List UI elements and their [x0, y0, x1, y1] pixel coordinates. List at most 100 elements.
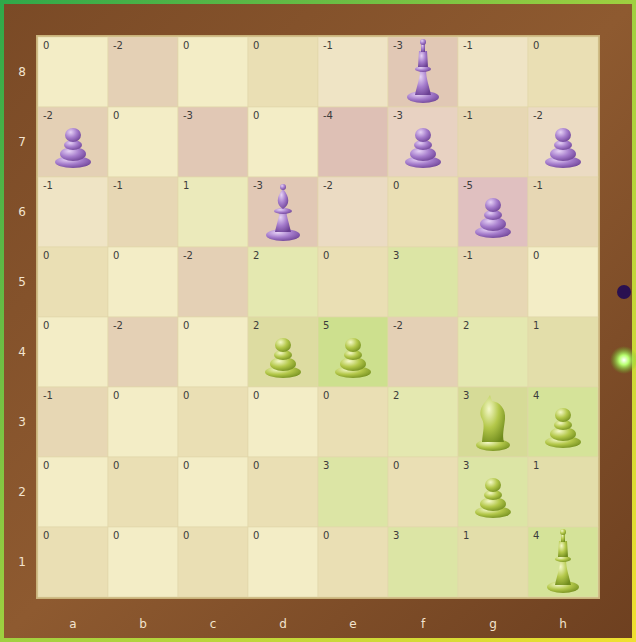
- square-score: -2: [323, 181, 333, 191]
- board-square: [388, 177, 458, 247]
- board-square: [528, 107, 598, 177]
- board-square: [178, 177, 248, 247]
- square-score: 0: [113, 251, 119, 261]
- file-label: a: [69, 618, 76, 630]
- board-square: [178, 527, 248, 597]
- board-square: [108, 457, 178, 527]
- square-score: 0: [253, 461, 259, 471]
- square-score: -1: [463, 251, 473, 261]
- square-score: -2: [43, 111, 53, 121]
- board-square: [178, 107, 248, 177]
- board-square: [178, 387, 248, 457]
- square-score: -2: [113, 321, 123, 331]
- board-square: [248, 177, 318, 247]
- square-score: 0: [323, 391, 329, 401]
- board-square: [248, 457, 318, 527]
- file-label: c: [210, 618, 217, 630]
- board-square: [178, 457, 248, 527]
- rank-label: 8: [18, 66, 26, 78]
- rank-label: 1: [18, 556, 26, 568]
- square-score: 4: [533, 391, 539, 401]
- board-square: [318, 177, 388, 247]
- board-square: [108, 387, 178, 457]
- square-score: 0: [393, 461, 399, 471]
- square-score: -1: [323, 41, 333, 51]
- board-square: [458, 527, 528, 597]
- square-score: 0: [43, 41, 49, 51]
- square-score: 0: [113, 531, 119, 541]
- square-score: 0: [43, 321, 49, 331]
- square-score: 0: [253, 531, 259, 541]
- board-square: [318, 317, 388, 387]
- square-score: 0: [113, 391, 119, 401]
- board-square: [528, 247, 598, 317]
- board-square: [458, 317, 528, 387]
- square-score: -2: [183, 251, 193, 261]
- purple-pawn: [475, 198, 511, 238]
- board-square: [528, 317, 598, 387]
- board-square: [248, 387, 318, 457]
- square-score: -3: [393, 41, 403, 51]
- square-score: -4: [323, 111, 333, 121]
- square-score: 0: [43, 251, 49, 261]
- board-square: [108, 527, 178, 597]
- board-square: [38, 177, 108, 247]
- file-label: d: [279, 618, 287, 630]
- square-score: 3: [463, 461, 469, 471]
- square-score: 1: [533, 321, 539, 331]
- square-score: -2: [113, 41, 123, 51]
- square-score: 0: [323, 251, 329, 261]
- square-score: 0: [533, 251, 539, 261]
- board-square: [388, 527, 458, 597]
- green-pawn: [545, 408, 581, 448]
- square-score: 1: [463, 531, 469, 541]
- green-pawn: [265, 338, 301, 378]
- square-score: 0: [113, 111, 119, 121]
- square-score: 0: [253, 391, 259, 401]
- board-square: [458, 387, 528, 457]
- square-score: 0: [183, 41, 189, 51]
- square-score: 4: [533, 531, 539, 541]
- square-score: 2: [463, 321, 469, 331]
- square-score: -3: [183, 111, 193, 121]
- square-score: 2: [253, 321, 259, 331]
- purple-bishop: [266, 184, 300, 241]
- file-label: f: [421, 618, 425, 630]
- board-square: [388, 107, 458, 177]
- board-square: [528, 527, 598, 597]
- board-square: [388, 387, 458, 457]
- board-square: [528, 37, 598, 107]
- board-square: [318, 387, 388, 457]
- square-score: -3: [253, 181, 263, 191]
- square-score: 2: [393, 391, 399, 401]
- board-square: [38, 317, 108, 387]
- square-score: -5: [463, 181, 473, 191]
- file-label: h: [559, 618, 567, 630]
- square-score: 3: [393, 251, 399, 261]
- square-score: 0: [183, 391, 189, 401]
- square-score: 0: [113, 461, 119, 471]
- square-score: -2: [533, 111, 543, 121]
- file-label: g: [489, 618, 497, 630]
- board-square: [318, 107, 388, 177]
- square-score: -3: [393, 111, 403, 121]
- square-score: 0: [183, 461, 189, 471]
- green-pawn: [475, 478, 511, 518]
- square-score: 1: [183, 181, 189, 191]
- square-score: 0: [253, 41, 259, 51]
- green-pawn: [335, 338, 371, 378]
- square-score: -1: [463, 41, 473, 51]
- square-score: 0: [533, 41, 539, 51]
- board-square: [108, 37, 178, 107]
- board-square: [318, 457, 388, 527]
- board-square: [38, 387, 108, 457]
- square-score: 0: [183, 531, 189, 541]
- square-score: 5: [323, 321, 329, 331]
- square-score: 0: [393, 181, 399, 191]
- board-square: [388, 37, 458, 107]
- board-square: [388, 247, 458, 317]
- square-score: 3: [463, 391, 469, 401]
- board-square: [458, 37, 528, 107]
- board-square: [108, 317, 178, 387]
